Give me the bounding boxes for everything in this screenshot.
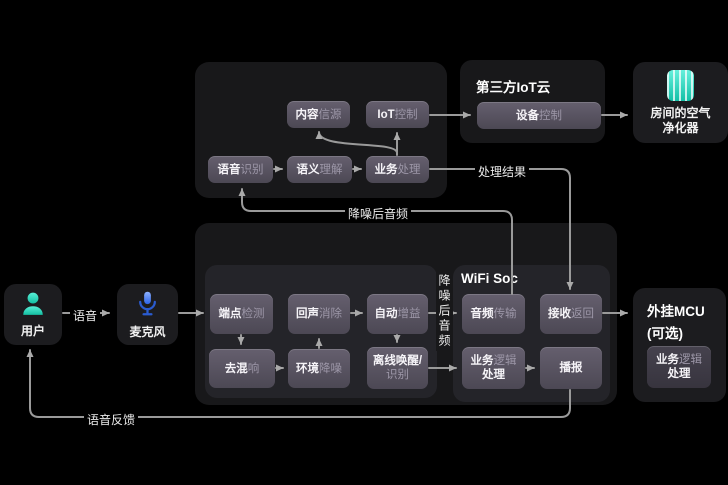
person-icon bbox=[23, 292, 43, 315]
node-semantic-understanding: 语义理解 bbox=[287, 156, 352, 183]
mcu-subtitle: (可选) bbox=[647, 326, 683, 341]
user-label: 用户 bbox=[20, 323, 45, 338]
edge-label-voice: 语音 bbox=[70, 306, 101, 325]
node-speech-recognition: 语音识别 bbox=[208, 156, 273, 183]
node-offline-wake-recognition: 离线唤醒/识别 bbox=[367, 347, 428, 389]
node-iot-control: IoT控制 bbox=[366, 101, 429, 128]
node-receive-return: 接收返回 bbox=[540, 294, 602, 334]
node-device-control: 设备控制 bbox=[477, 102, 601, 129]
microphone-box: 麦克风 bbox=[117, 284, 178, 345]
node-content-source: 内容信源 bbox=[287, 101, 350, 128]
node-business-processing: 业务处理 bbox=[366, 156, 429, 183]
node-broadcast: 播报 bbox=[540, 347, 602, 389]
node-mcu-business-logic: 业务逻辑处理 bbox=[647, 346, 711, 388]
node-env-noise-reduction: 环境降噪 bbox=[288, 349, 350, 388]
node-endpoint-detection: 端点检测 bbox=[210, 294, 273, 334]
edge-label-voice-feedback: 语音反馈 bbox=[84, 410, 139, 429]
air-purifier-icon bbox=[667, 70, 694, 101]
iot-cloud-title: 第三方IoT云 bbox=[476, 80, 551, 95]
air-purifier-box: 房间的空气 净化器 bbox=[633, 62, 728, 143]
node-dereverberation: 去混响 bbox=[209, 349, 275, 388]
microphone-label: 麦克风 bbox=[129, 324, 166, 339]
purifier-label-line2: 净化器 bbox=[662, 121, 699, 135]
edge-label-denoised-audio: 降噪后音频 bbox=[345, 204, 412, 223]
microphone-icon bbox=[139, 291, 156, 315]
third-party-iot-cloud-panel bbox=[460, 60, 605, 143]
node-auto-gain: 自动增益 bbox=[367, 294, 428, 334]
edge-label-denoised-audio-vertical: 降噪后音频 bbox=[436, 272, 453, 351]
node-business-logic-processing: 业务逻辑处理 bbox=[462, 347, 525, 389]
edge-label-processing-result: 处理结果 bbox=[475, 162, 530, 181]
mcu-title: 外挂MCU bbox=[647, 304, 705, 319]
user-box: 用户 bbox=[4, 284, 62, 345]
purifier-label-line1: 房间的空气 bbox=[650, 106, 711, 120]
node-audio-transmission: 音频传输 bbox=[462, 294, 525, 334]
wifi-soc-title: WiFi Soc bbox=[461, 271, 518, 286]
node-echo-cancellation: 回声消除 bbox=[288, 294, 350, 334]
